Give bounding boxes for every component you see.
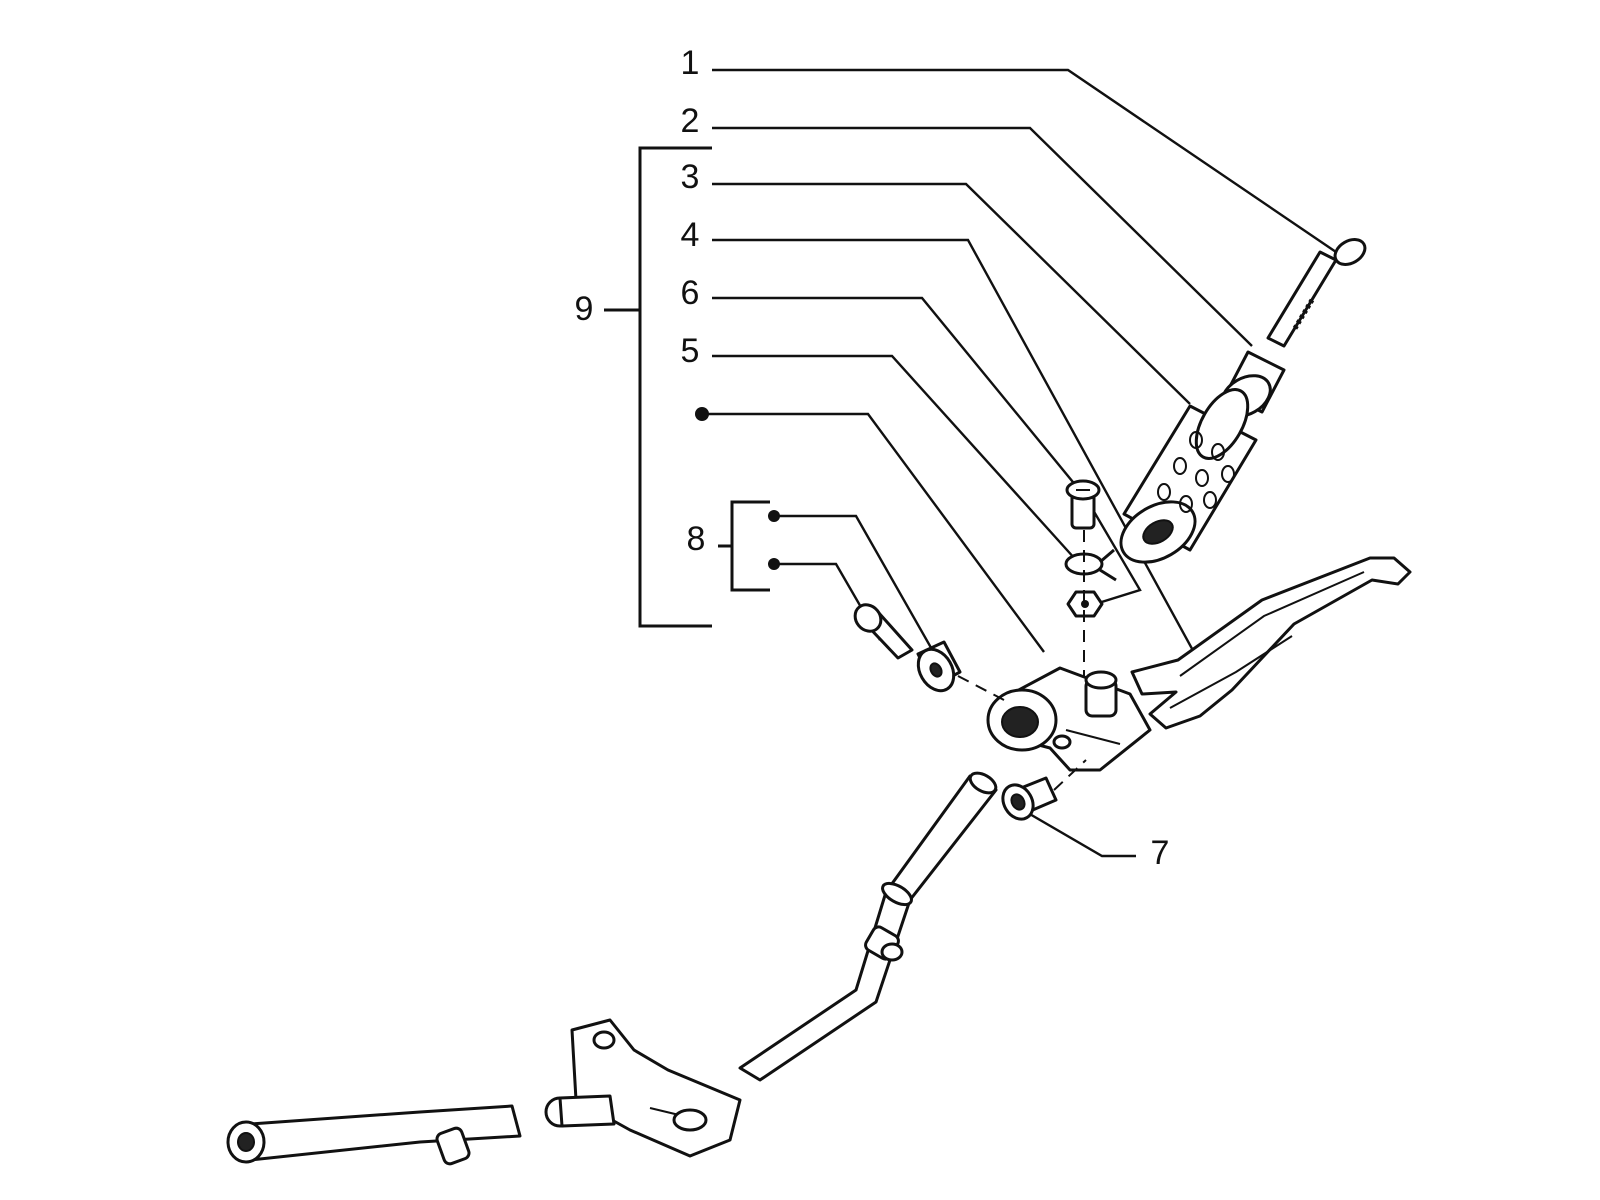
part-5-spring-washer xyxy=(1064,548,1117,582)
callout-2: 2 xyxy=(681,102,700,140)
leader-line-8a xyxy=(770,514,940,661)
part-7-cable-nut xyxy=(1001,776,1058,821)
leader-line-3 xyxy=(712,182,1191,405)
handlebar-left-tube xyxy=(226,1094,616,1166)
part-6-pivot-bolt xyxy=(1065,479,1101,530)
part-4-brake-lever xyxy=(1130,556,1412,730)
callout-1: 1 xyxy=(681,44,700,82)
callout-4: 4 xyxy=(681,216,700,254)
callout-8: 8 xyxy=(687,520,706,558)
leader-line-7 xyxy=(1015,804,1136,858)
callout-5: 5 xyxy=(681,332,700,370)
handlebar-tube xyxy=(738,771,998,1082)
group-bracket-8 xyxy=(718,500,770,592)
leader-line-2 xyxy=(712,126,1253,347)
group-bracket-9 xyxy=(604,146,712,628)
callout-7: 7 xyxy=(1151,834,1170,872)
part-3-handle-grip xyxy=(1119,388,1258,564)
part-8-adjuster-locknut xyxy=(916,640,962,693)
assembly-axis-cable xyxy=(1053,759,1087,791)
leader-line-5 xyxy=(712,354,1077,561)
part-8-adjuster-screw xyxy=(853,603,914,660)
leader-line-4 xyxy=(712,238,1198,657)
lever-mounting-bracket xyxy=(986,666,1152,772)
leader-dot-8a xyxy=(768,510,780,522)
leader-line-1 xyxy=(712,68,1337,253)
callout-3: 3 xyxy=(681,158,700,196)
part-1-bar-end-screw xyxy=(1266,238,1367,348)
leader-dot-unnumbered xyxy=(695,407,709,421)
assembly-axis-adjuster xyxy=(957,675,1005,701)
callout-9: 9 xyxy=(575,290,594,328)
callout-6: 6 xyxy=(681,274,700,312)
handlebar-clamp xyxy=(570,1018,742,1158)
leader-dot-8b xyxy=(768,558,780,570)
leader-line-unnumbered xyxy=(702,412,1045,653)
